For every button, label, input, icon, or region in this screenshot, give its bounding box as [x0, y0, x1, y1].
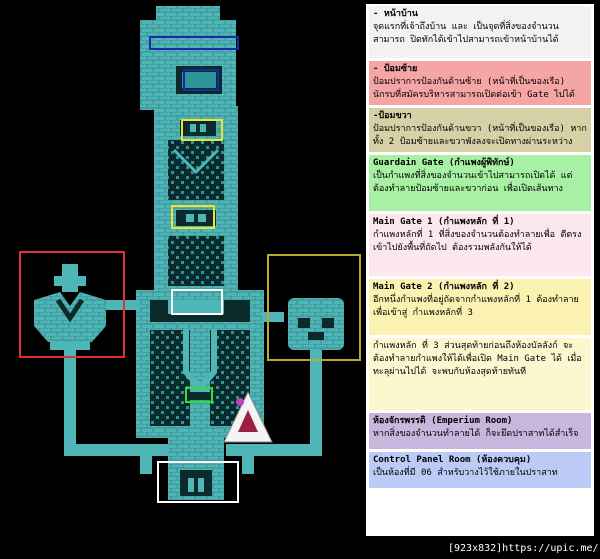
legend-entry-main-gate-3: กำแพงหลัก ที่ 3 ส่วนสุดท้ายก่อนถึงห้องบั… — [369, 338, 591, 410]
legend-entry-guardian-gate: Guardain Gate (กำแพงผู้พิทักษ์) เป็นกำแพง… — [369, 155, 591, 211]
image-source-caption: [923x832]https://upic.me/ — [448, 543, 599, 554]
legend-desc-guardian-gate: เป็นกำแพงที่สิ่งของจำนวนเข้าไปสามารถเปิด… — [373, 171, 573, 194]
legend-title-front: - หน้าบ้าน — [373, 9, 418, 19]
connecting-paths — [64, 300, 322, 474]
emperium-crystal-icon — [223, 390, 273, 443]
legend-title-emperium-room: ห้องจักรพรรดิ (Emperium Room) — [373, 416, 513, 426]
legend-desc-emperium-room: หากสิ่งของจำนวนทำลายได้ ก็จะยึดปราสาทได้… — [373, 429, 579, 439]
legend-title-main-gate-1: Main Gate 1 (กำแพงหลัก ที่ 1) — [373, 217, 515, 227]
legend-entry-front: - หน้าบ้านจุดแรกที่เจ้าถึงบ้าน และ เป็นจ… — [369, 6, 591, 58]
bottom-room — [168, 436, 224, 500]
legend-desc-main-gate-1: กำแพงหลักที่ 1 ที่สิ่งของจำนวนต้องทำลายเ… — [373, 230, 582, 253]
right-fort-outline — [267, 254, 361, 361]
legend-entry-main-gate-1: Main Gate 1 (กำแพงหลัก ที่ 1) กำแพงหลักที… — [369, 214, 591, 276]
front-outline — [149, 36, 239, 50]
legend-title-left-fort: - ป้อมซ้าย — [373, 64, 418, 74]
left-fort-outline — [19, 251, 125, 358]
legend-desc-front: จุดแรกที่เจ้าถึงบ้าน และ เป็นจุดที่สิ่งข… — [373, 22, 559, 45]
main-gate-1-outline — [171, 289, 223, 315]
front-inner-outline — [183, 69, 219, 91]
legend-entry-left-fort: - ป้อมซ้ายป้อมปราการป้องกันด้านซ้าย (หน้… — [369, 61, 591, 105]
legend-desc-left-fort: ป้อมปราการป้องกันด้านซ้าย (หน้าที่เป็นขอ… — [373, 77, 575, 100]
castle-map — [19, 6, 361, 503]
left-fort — [34, 264, 106, 350]
guardian-gate-outline — [185, 387, 213, 403]
legend-entry-emperium-room: ห้องจักรพรรดิ (Emperium Room) หากสิ่งของจ… — [369, 413, 591, 449]
front-keep — [140, 6, 236, 110]
legend-title-control-panel-room: Control Panel Room (ห้องควบคุม) — [373, 455, 532, 465]
legend-desc-right-fort: ป้อมปราการป้องกันด้านขวา (หน้าที่เป็นของ… — [373, 124, 587, 147]
legend-desc-control-panel-room: เป็นห้องที่มี 06 สำหรับวางไว้ใช้ภายในปรา… — [373, 468, 558, 478]
right-fort — [288, 298, 344, 350]
legend-title-guardian-gate: Guardain Gate (กำแพงผู้พิทักษ์) — [373, 158, 515, 168]
legend-entry-main-gate-2: Main Gate 2 (กำแพงหลัก ที่ 2) อีกหนึ่งกำแ… — [369, 279, 591, 335]
legend-title-main-gate-2: Main Gate 2 (กำแพงหลัก ที่ 2) — [373, 282, 515, 292]
legend-entry-right-fort: -ป้อมขวาป้อมปราการป้องกันด้านขวา (หน้าที… — [369, 108, 591, 152]
legend-panel: - หน้าบ้านจุดแรกที่เจ้าถึงบ้าน และ เป็นจ… — [364, 2, 596, 538]
legend-desc-main-gate-2: อีกหนึ่งกำแพงที่อยู่ถัดจากกำแพงหลักที่ 1… — [373, 295, 579, 318]
main-gate-3-outline — [181, 119, 223, 141]
legend-desc-main-gate-3: กำแพงหลัก ที่ 3 ส่วนสุดท้ายก่อนถึงห้องบั… — [373, 341, 582, 377]
legend-entry-control-panel-room: Control Panel Room (ห้องควบคุม) เป็นห้องท… — [369, 452, 591, 488]
legend-title-right-fort: -ป้อมขวา — [373, 111, 412, 121]
main-gate-2-outline — [171, 205, 215, 229]
bottom-room-outline — [157, 461, 239, 503]
